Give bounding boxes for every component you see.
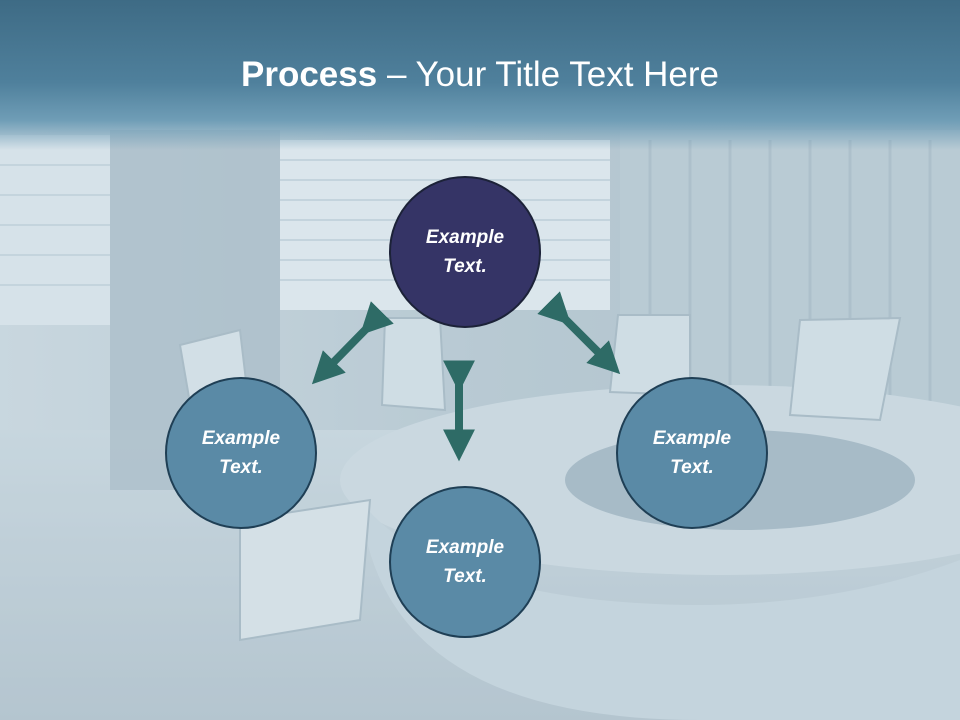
title-bold: Process — [241, 55, 378, 94]
title-rest: – Your Title Text Here — [377, 55, 719, 94]
node-left-label: Example Text. — [201, 428, 281, 478]
process-node-top[interactable]: Example Text. — [389, 176, 541, 328]
title-bar — [0, 0, 960, 150]
node-top-label: Example Text. — [425, 227, 505, 277]
slide-title: Process – Your Title Text Here — [0, 50, 960, 100]
process-node-bottom[interactable]: Example Text. — [389, 486, 541, 638]
node-bottom-label: Example Text. — [425, 537, 505, 587]
process-node-right[interactable]: Example Text. — [616, 377, 768, 529]
node-right-label: Example Text. — [652, 428, 732, 478]
process-node-left[interactable]: Example Text. — [165, 377, 317, 529]
